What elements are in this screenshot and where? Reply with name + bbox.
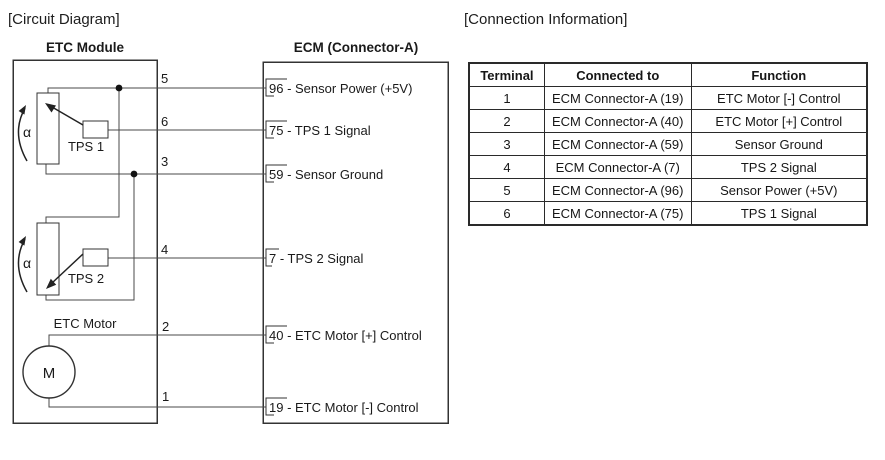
etc-motor-label: ETC Motor — [54, 316, 118, 331]
terminal-number-6: 6 — [161, 114, 168, 129]
ecm-connector-title: ECM (Connector-A) — [294, 40, 419, 55]
wire-motor-minus — [48, 398, 266, 408]
header-terminal: Terminal — [468, 62, 545, 87]
cell-terminal: 4 — [468, 155, 545, 179]
table-row: 6 ECM Connector-A (75) TPS 1 Signal — [468, 201, 868, 226]
cell-function: TPS 1 Signal — [690, 201, 868, 226]
terminal-number-1: 1 — [162, 389, 169, 404]
terminal-number-5: 5 — [161, 71, 168, 86]
table-row: 2 ECM Connector-A (40) ETC Motor [+] Con… — [468, 109, 868, 133]
etc-module-box — [12, 59, 158, 424]
ecm-connector-box — [262, 61, 449, 424]
table-header-row: Terminal Connected to Function — [468, 62, 868, 87]
table-row: 3 ECM Connector-A (59) Sensor Ground — [468, 132, 868, 156]
tps1-wiper-box — [82, 120, 109, 139]
circuit-diagram-title: [Circuit Diagram] — [8, 11, 120, 28]
wire-ground-branch-tps2 — [45, 174, 135, 301]
tps1-wiper-arrowhead — [45, 103, 56, 113]
connection-table: Terminal Connected to Function 1 ECM Con… — [468, 62, 868, 226]
tps2-resistor — [36, 222, 60, 296]
cell-connected-to: ECM Connector-A (7) — [543, 155, 692, 179]
tps2-wiper-box — [82, 248, 109, 267]
junction-dot-ground — [130, 170, 138, 178]
pin-label-19: 19 - ETC Motor [-] Control — [269, 400, 419, 415]
wire-power-branch-tps2 — [45, 88, 120, 223]
pin-label-75: 75 - TPS 1 Signal — [269, 123, 371, 138]
connection-information-title: [Connection Information] — [464, 11, 628, 28]
tps2-label: TPS 2 — [68, 271, 104, 286]
terminal-number-2: 2 — [162, 319, 169, 334]
tps2-wiper-arrowhead — [46, 278, 57, 289]
junction-dot-power — [115, 84, 123, 92]
wire-sensor-ground — [45, 164, 266, 175]
terminal-number-4: 4 — [161, 242, 168, 257]
etc-module-title: ETC Module — [46, 40, 124, 55]
wire-motor-plus — [48, 334, 266, 346]
pin-label-96: 96 - Sensor Power (+5V) — [269, 81, 412, 96]
motor-symbol: M — [43, 365, 56, 382]
tps1-wiper-arrow — [51, 106, 84, 126]
pin-bracket-7 — [265, 248, 279, 267]
wire-sensor-power — [47, 87, 266, 93]
table-row: 4 ECM Connector-A (7) TPS 2 Signal — [468, 155, 868, 179]
cell-terminal: 1 — [468, 86, 545, 110]
cell-connected-to: ECM Connector-A (59) — [543, 132, 692, 156]
cell-connected-to: ECM Connector-A (96) — [543, 178, 692, 202]
cell-connected-to: ECM Connector-A (75) — [543, 201, 692, 226]
pin-bracket-40 — [265, 325, 287, 344]
cell-function: ETC Motor [-] Control — [690, 86, 868, 110]
pin-label-40: 40 - ETC Motor [+] Control — [269, 328, 422, 343]
cell-function: Sensor Ground — [690, 132, 868, 156]
table-row: 1 ECM Connector-A (19) ETC Motor [-] Con… — [468, 86, 868, 110]
pin-label-7: 7 - TPS 2 Signal — [269, 251, 364, 266]
pin-bracket-19 — [265, 397, 287, 416]
motor-circle — [22, 345, 76, 399]
pin-bracket-75 — [265, 120, 287, 139]
circuit-diagram: ETC Module ECM (Connector-A) α TPS 1 — [12, 40, 449, 424]
cell-connected-to: ECM Connector-A (40) — [543, 109, 692, 133]
tps2-wiper-arrow — [51, 253, 84, 284]
table-row: 5 ECM Connector-A (96) Sensor Power (+5V… — [468, 178, 868, 202]
cell-terminal: 2 — [468, 109, 545, 133]
pin-label-59: 59 - Sensor Ground — [269, 167, 383, 182]
header-function: Function — [690, 62, 868, 87]
cell-terminal: 6 — [468, 201, 545, 226]
terminal-number-3: 3 — [161, 154, 168, 169]
tps1-angle-arrowhead — [18, 105, 26, 115]
cell-function: Sensor Power (+5V) — [690, 178, 868, 202]
tps1-resistor — [36, 92, 60, 165]
tps2-alpha-symbol: α — [23, 255, 31, 271]
tps2-angle-arrowhead — [18, 236, 26, 246]
tps1-alpha-symbol: α — [23, 124, 31, 140]
header-connected-to: Connected to — [543, 62, 692, 87]
cell-function: ETC Motor [+] Control — [690, 109, 868, 133]
pin-bracket-59 — [265, 164, 287, 183]
tps1-label: TPS 1 — [68, 139, 104, 154]
pin-bracket-96 — [265, 78, 287, 97]
cell-terminal: 5 — [468, 178, 545, 202]
cell-terminal: 3 — [468, 132, 545, 156]
cell-function: TPS 2 Signal — [690, 155, 868, 179]
cell-connected-to: ECM Connector-A (19) — [543, 86, 692, 110]
